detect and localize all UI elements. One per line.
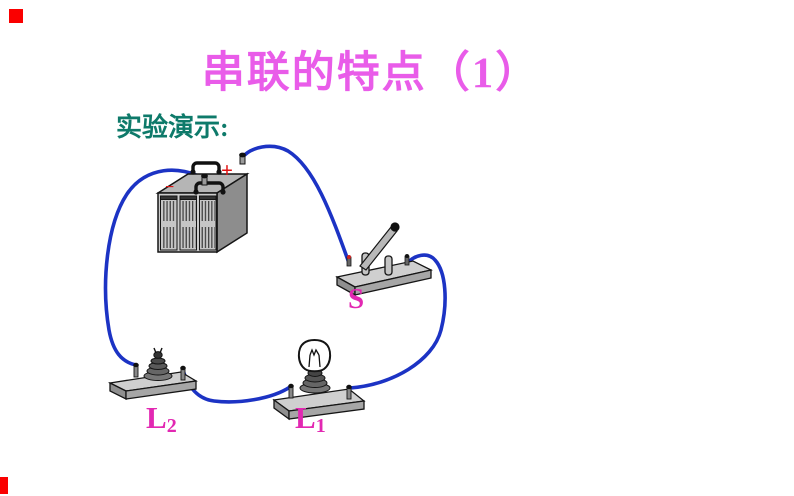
lamp2-left-binding-post (133, 365, 139, 378)
slide-title: 串联的特点（1） (201, 50, 541, 97)
switch-left-post-tip (347, 255, 351, 259)
top-left-red-marker (9, 9, 23, 23)
wire-battery-to-lamp2 (103, 168, 206, 367)
lamp1-label-text: L (295, 400, 316, 435)
bottom-left-red-marker (0, 477, 8, 494)
lamp2-left-post-cap (133, 362, 139, 368)
wire-battery-to-switch (240, 144, 351, 265)
lamp1-label: L1 (295, 400, 326, 438)
lamp1-right-post-cap (346, 384, 352, 390)
switch-label-text: S (348, 283, 365, 315)
lamp1-label-subscript: 1 (315, 415, 326, 437)
lamp2-right-post-cap (180, 365, 186, 371)
battery-minus-sign: − (165, 179, 174, 196)
lamp1-right-binding-post (346, 387, 352, 400)
lamp2-illustration (107, 347, 198, 401)
wire-switch-to-lamp1 (348, 253, 447, 390)
switch-base-right (354, 269, 432, 296)
battery-plus-sign: + (221, 158, 233, 182)
switch-label: S (348, 283, 364, 316)
wire-lamp1-to-lamp2 (181, 368, 292, 404)
lamp2-screw-socket (143, 351, 173, 381)
battery-terminal (201, 152, 246, 186)
lamp1-screw-socket (299, 369, 331, 394)
switch-clip-post (384, 255, 393, 276)
lamp2-base-right (125, 380, 197, 400)
lamp2-label: L2 (146, 400, 177, 438)
battery-illustration: + − (155, 152, 250, 254)
lamp2-contact-pins (153, 347, 163, 354)
lamp2-label-subscript: 2 (166, 415, 177, 437)
switch-lever-knob (390, 222, 400, 232)
switch-illustration (335, 222, 433, 297)
lamp2-label-text: L (146, 400, 167, 435)
battery-handle-feet (190, 169, 226, 195)
switch-right-post-tip (405, 254, 409, 258)
lamp1-left-post-cap (288, 383, 294, 389)
lamp1-filament (308, 348, 321, 368)
battery-cells (160, 195, 217, 251)
lamp1-bulb (297, 339, 332, 373)
experiment-demo-label: 实验演示: (116, 113, 229, 142)
lamp2-right-binding-post (180, 368, 186, 381)
lamp1-illustration (272, 339, 366, 421)
lamp1-left-binding-post (288, 386, 294, 399)
battery-handle-icon (191, 161, 225, 193)
lamp1-base-right (288, 400, 365, 420)
